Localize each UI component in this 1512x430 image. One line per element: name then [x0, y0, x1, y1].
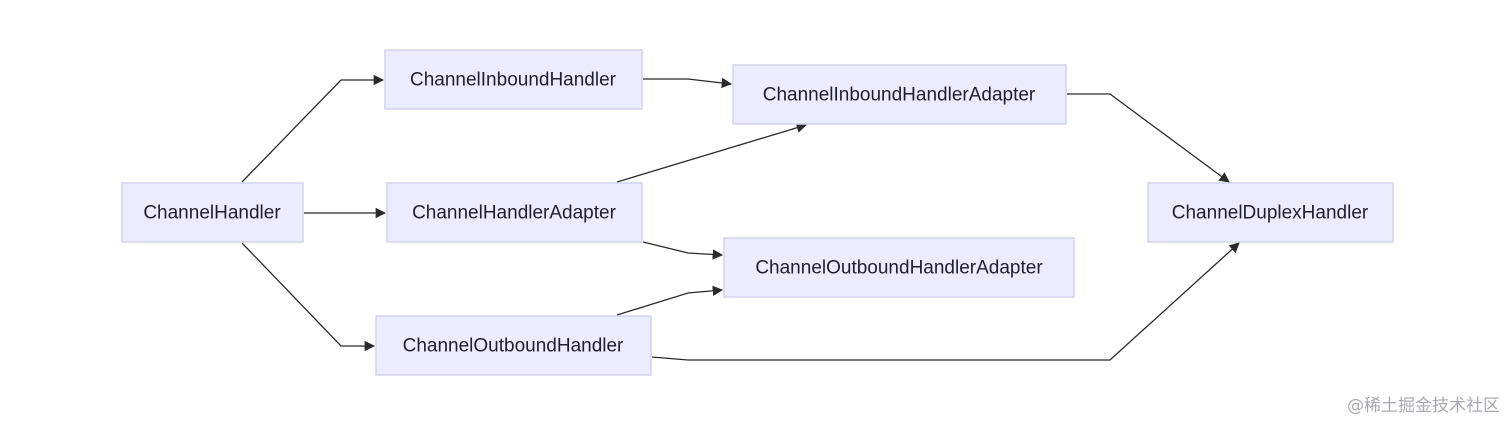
- edge-handler-adapter-to-outbound-adapter: [642, 241, 724, 260]
- node-label: ChannelInboundHandlerAdapter: [763, 85, 1036, 106]
- node-label: ChannelDuplexHandler: [1172, 203, 1369, 224]
- node-channel-handler: ChannelHandler: [121, 182, 304, 243]
- edge-outbound-to-outbound-adapter: [616, 285, 724, 316]
- edge-outbound-to-duplex: [651, 242, 1240, 361]
- edge-handler-to-outbound: [241, 242, 376, 352]
- edge-handler-adapter-to-inbound-adapter: [616, 122, 807, 183]
- edges: [241, 74, 1240, 361]
- node-channel-handler-adapter: ChannelHandlerAdapter: [386, 182, 643, 243]
- node-channel-outbound-handler: ChannelOutboundHandler: [375, 315, 652, 376]
- node-channel-duplex-handler: ChannelDuplexHandler: [1147, 182, 1394, 243]
- node-label: ChannelOutboundHandlerAdapter: [755, 258, 1043, 279]
- edge-inbound-adapter-to-duplex: [1067, 93, 1230, 183]
- node-channel-inbound-handler: ChannelInboundHandler: [384, 49, 643, 110]
- node-label: ChannelHandlerAdapter: [412, 203, 617, 224]
- edge-handler-to-inbound: [241, 74, 385, 183]
- node-label: ChannelOutboundHandler: [403, 336, 624, 357]
- node-channel-outbound-handler-adapter: ChannelOutboundHandlerAdapter: [723, 237, 1075, 298]
- node-label: ChannelInboundHandler: [410, 70, 617, 91]
- node-label: ChannelHandler: [143, 203, 281, 224]
- edge-inbound-to-inbound-adapter: [643, 77, 733, 89]
- watermark: @稀土掘金技术社区: [1347, 396, 1500, 416]
- node-channel-inbound-handler-adapter: ChannelInboundHandlerAdapter: [732, 64, 1067, 125]
